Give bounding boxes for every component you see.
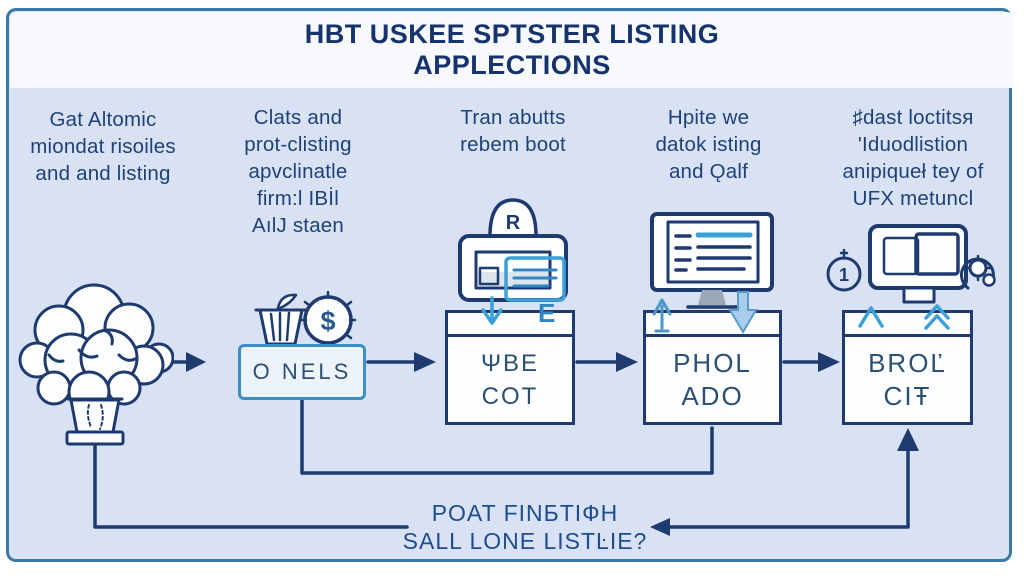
flow-step-2-label: O NELS [252,359,352,384]
dollar-sign-icon: $ [320,306,335,336]
bell-letter: R [506,212,521,234]
bottom-note: POAT FINБTIФH SALL LONE LISTĿIE? [385,499,665,555]
flow-step-3-label-2: COT [481,382,539,410]
title-line-2: APPLECTIONS [413,50,611,80]
title-line-1: HBT USKEE SPTSTER LISTING [304,19,720,49]
curved-up-arrow-icon [652,298,672,333]
column-2-line: apvclinatle [248,160,348,183]
bell-window-card-icon: R [458,198,568,302]
column-1-line: miondat risoiles [30,135,176,158]
column-5-line: UFX metuncl [852,187,974,210]
flow-step-5-header [845,313,970,337]
flow-step-5-label-1: BROĽ [868,347,947,378]
flow-step-3-header [448,313,572,337]
flow-step-5-box: BROĽ CIŦ [842,310,973,425]
header-letter-e: E [538,298,556,328]
column-3-text: Tran abutts rebem boot [418,104,608,158]
gear-badge-icon [960,254,996,290]
header-band: HBT USKEE SPTSTER LISTING APPLECTIONS [10,12,1014,88]
filled-down-arrow-icon [728,291,758,334]
flow-step-4-box: PHOL ADO [643,310,782,425]
double-chevron-up-icon [924,304,950,330]
flow-step-3-box: ΨBE COT [445,310,575,425]
column-2-line: firm:l IBİl [257,187,339,210]
cloud-tree-pot-icon [18,283,174,446]
monitor-stand [698,290,726,305]
down-arrow-icon [481,296,503,325]
dual-screen-sync-icon: 1 [826,224,996,304]
flow-step-4-header [646,313,779,337]
column-3-line: rebem boot [460,133,566,156]
column-5-line: 'Iduodlistion [857,133,969,156]
column-4-line: datok isting [655,133,762,156]
diagram-title: HBT USKEE SPTSTER LISTING APPLECTIONS [305,19,720,81]
column-3-line: Tran abutts [460,106,566,129]
chevron-up-icon [858,306,884,328]
column-2-line: prot-clisting [244,133,352,156]
column-5-line: ♯dast loctitsя [852,106,974,129]
column-1-line: Gat Altomic [49,108,157,131]
monitor-list-icon [650,212,774,309]
column-4-text: Hpite we datok isting and Ǫalf [616,104,801,185]
badge-number: 1 [839,265,849,285]
flow-step-4-label-1: PHOL [673,347,752,378]
column-4-line: and Ǫalf [668,160,749,183]
column-1-line: and and listing [35,162,171,185]
column-2-line: Clats and [253,106,343,129]
basket-dollar-coin-icon: $ [254,290,357,346]
bottom-note-line-1: POAT FINБTIФH [431,500,619,526]
column-4-line: Hpite we [667,106,750,129]
column-2-text: Clats and prot-clisting apvclinatle firm… [203,104,393,239]
column-1-text: Gat Altomic miondat risoiles and and lis… [8,106,198,187]
flow-step-2-box: O NELS [238,344,366,400]
column-5-line: anipiqueł tey of [842,160,984,183]
refresh-badge-icon: 1 [826,248,862,292]
flow-step-4-label-2: ADO [681,380,744,411]
flow-step-3-label-1: ΨBE [480,349,540,377]
flow-step-5-label-2: CIŦ [883,380,932,411]
column-2-line: AılJ staen [251,214,345,237]
column-5-text: ♯dast loctitsя 'Iduodlistion anipiqueł t… [808,104,1018,212]
bottom-note-line-2: SALL LONE LISTĿIE? [402,528,648,554]
